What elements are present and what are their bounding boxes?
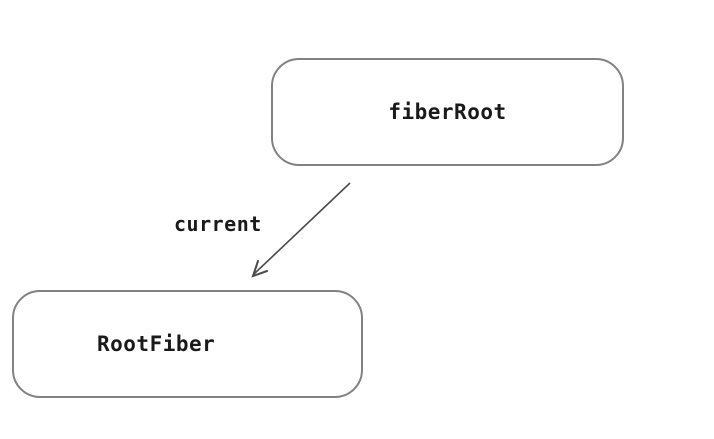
node-root-fiber-label: RootFiber (97, 332, 216, 356)
arrow-head-icon (251, 260, 268, 278)
node-fiber-root: fiberRoot (271, 58, 624, 166)
node-root-fiber: RootFiber (12, 290, 363, 398)
edge-label-current: current (174, 212, 262, 236)
node-fiber-root-label: fiberRoot (388, 100, 507, 124)
arrow-shaft (253, 182, 351, 275)
